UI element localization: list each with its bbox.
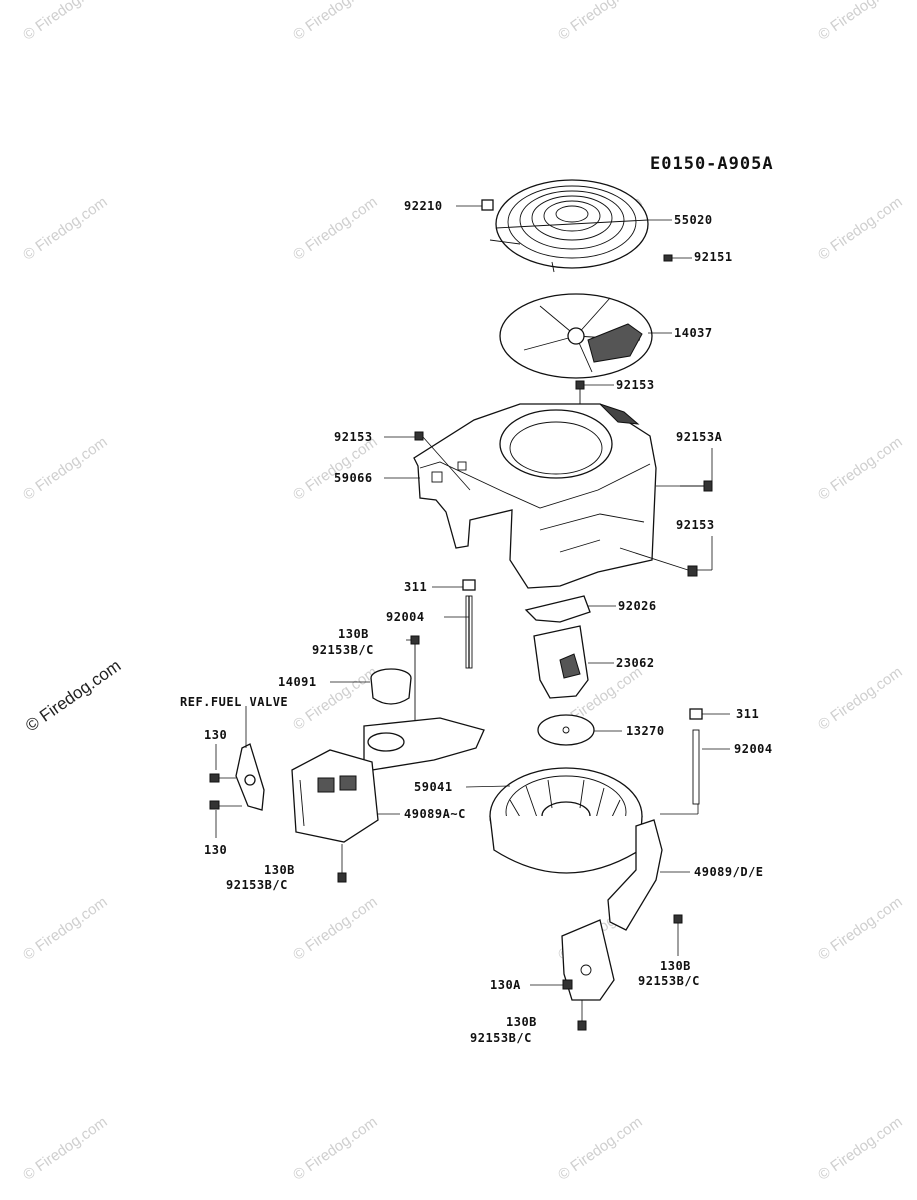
bolt-92153-left-part [414,431,424,441]
stud-92004-right-part [689,708,703,805]
callout-59066: 59066 [334,471,373,485]
collar-14091-part [370,668,412,705]
rotating-screen-part [499,293,653,379]
callout-130B-a: 130B [338,627,369,641]
callout-14037: 14037 [674,326,713,340]
diagram-code: E0150-A905A [650,154,774,174]
bolt-130B-bottom-part [577,1020,587,1031]
callout-130B-d: 130B [506,1015,537,1029]
baffle-49089DE-part [561,819,663,1001]
callout-92153-right: 92153 [676,518,715,532]
callout-311-right: 311 [736,707,760,721]
callout-92153BC-b: 92153B/C [226,878,288,892]
callout-130B-b: 130B [264,863,295,877]
callout-49089AC: 49089A~C [404,807,466,821]
callout-311-left: 311 [404,580,428,594]
bolt-92153A-part [680,480,713,492]
baffle-49089AC-part [291,717,485,843]
callout-92151: 92151 [694,250,733,264]
callout-130B-c: 130B [660,959,691,973]
bolt-92153-right-part [619,547,698,577]
callout-92153A: 92153A [676,430,723,444]
nut-92210-part [481,199,494,211]
bolt-92151-part [663,254,673,262]
callout-92210: 92210 [404,199,443,213]
callout-92153BC-c: 92153B/C [638,974,700,988]
callout-ref-fuel-valve: REF.FUEL VALVE [180,695,289,709]
callout-92153BC-a: 92153B/C [312,643,374,657]
fan-housing-part [413,403,657,589]
callout-92004-left: 92004 [386,610,425,624]
callout-13270: 13270 [626,724,665,738]
callout-92153BC-d: 92153B/C [470,1031,532,1045]
callout-130-bottom: 130 [204,843,228,857]
callout-92026: 92026 [618,599,657,613]
callout-130A: 130A [490,978,521,992]
callout-130-top: 130 [204,728,228,742]
callout-23062: 23062 [616,656,655,670]
bolt-130A-part [562,979,573,990]
leader-lines [215,205,730,1021]
guard-screen-part [489,179,649,273]
callout-92153-top: 92153 [616,378,655,392]
callout-92004-right: 92004 [734,742,773,756]
callout-49089DE: 49089/D/E [694,865,764,879]
callout-14091: 14091 [278,675,317,689]
flywheel-59041-part [489,767,643,874]
plate-13270-part [537,714,595,746]
plate-92026-part [524,595,591,623]
stud-92004-left-part [462,579,476,669]
callout-55020: 55020 [674,213,713,227]
fuel-valve-bracket-part [235,743,265,811]
bolt-130-part [209,773,220,810]
bracket-23062-part [533,625,589,699]
bolt-130B-right-part [673,914,683,924]
callout-59041: 59041 [414,780,453,794]
callout-92153-left: 92153 [334,430,373,444]
